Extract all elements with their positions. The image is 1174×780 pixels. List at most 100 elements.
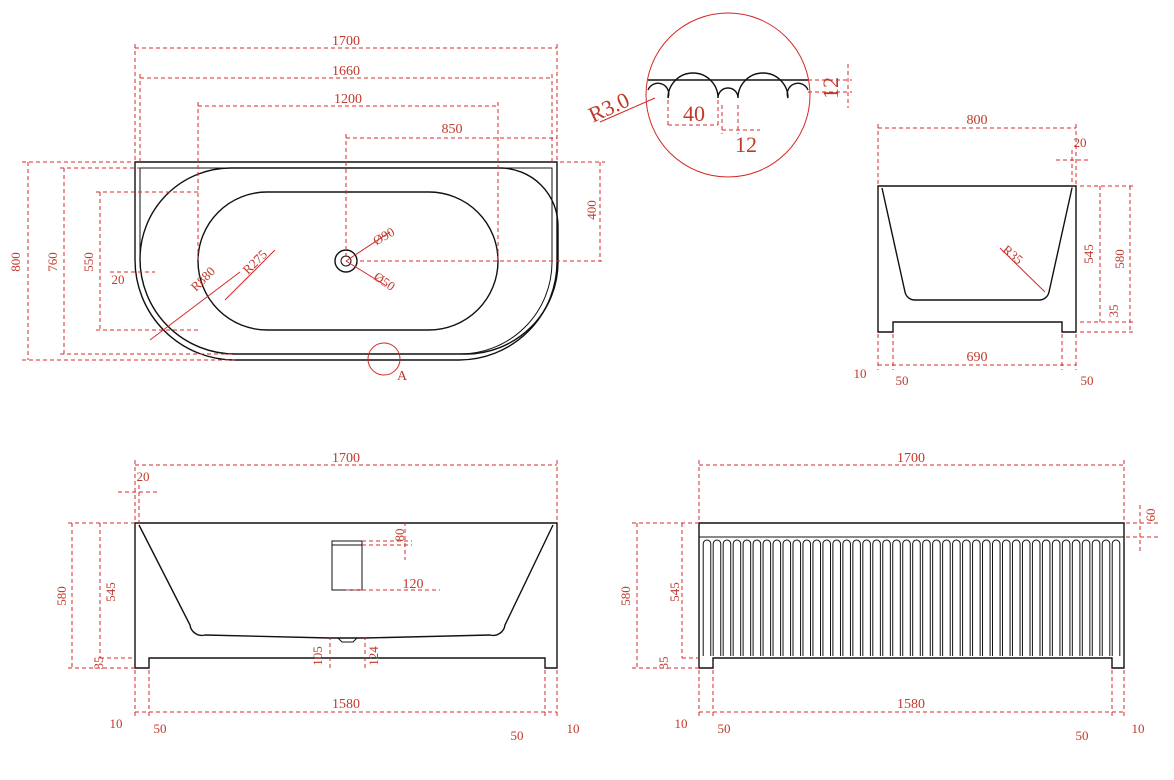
dim-top-400: 400 [584, 200, 599, 220]
back-outer-outline [698, 522, 1125, 669]
back-flute [1041, 539, 1051, 656]
back-flute [1071, 539, 1081, 656]
dim-top-850: 850 [442, 122, 463, 137]
end-d10: 10 [854, 366, 867, 381]
back-flute [882, 539, 891, 656]
detail-a-label: A [397, 369, 408, 384]
top-basin [197, 191, 499, 331]
back-flute [1001, 539, 1011, 656]
back-flute [782, 539, 792, 656]
end-h545: 545 [1081, 244, 1096, 264]
back-flute [992, 539, 1001, 656]
detail-a-view: R3.0 40 12 12 [584, 12, 852, 178]
back-flute [902, 539, 911, 656]
back-flute [952, 539, 961, 656]
dim-top-1660: 1660 [332, 64, 360, 79]
back-flute [822, 539, 831, 656]
back-d60: 60 [1143, 509, 1158, 522]
back-flute [1031, 539, 1041, 656]
front-overflow [331, 540, 363, 591]
end-d50-right: 50 [1081, 373, 1094, 388]
back-flute [892, 539, 901, 656]
back-flute [1011, 539, 1021, 656]
back-flutes [702, 539, 1121, 656]
back-flute [932, 539, 941, 656]
end-h580: 580 [1112, 249, 1127, 269]
back-flute [1021, 539, 1031, 656]
back-flute [1101, 539, 1111, 656]
back-flute [982, 539, 991, 656]
back-flute [912, 539, 921, 656]
end-h35: 35 [1106, 305, 1121, 318]
back-w1580: 1580 [897, 697, 925, 712]
end-d50-left: 50 [896, 373, 909, 388]
back-flute [1111, 539, 1121, 656]
dim-top-800: 800 [8, 252, 23, 272]
back-flute [1081, 539, 1091, 656]
back-flute [802, 539, 812, 656]
back-flute [962, 539, 971, 656]
back-d10-left: 10 [675, 716, 688, 731]
back-view: 1700 580 545 35 60 1580 10 50 50 10 [618, 451, 1160, 743]
end-w800: 800 [967, 113, 988, 128]
back-flute [862, 539, 871, 656]
back-flute [712, 539, 722, 656]
front-basin-profile [138, 524, 554, 639]
back-flute [752, 539, 762, 656]
dim-top-r880: R880 [188, 264, 219, 295]
back-flute [772, 539, 782, 656]
detail-a-marker [367, 342, 401, 376]
front-d50-left: 50 [154, 721, 167, 736]
back-flute [832, 539, 841, 656]
back-d10-right: 10 [1132, 721, 1145, 736]
front-w1580: 1580 [332, 697, 360, 712]
detail-w40: 40 [683, 101, 705, 126]
dim-top-760: 760 [45, 252, 60, 272]
back-flute [942, 539, 951, 656]
dim-top-20: 20 [112, 272, 125, 287]
front-view: 1700 20 580 545 35 80 120 105 124 1580 1… [54, 451, 580, 743]
dim-top-1700: 1700 [332, 34, 360, 49]
end-d20: 20 [1074, 135, 1087, 150]
front-d80: 80 [392, 529, 407, 542]
detail-r30: R3.0 [584, 87, 633, 127]
back-flute [922, 539, 931, 656]
back-flute [842, 539, 851, 656]
dim-top-550: 550 [81, 252, 96, 272]
end-outer-outline [877, 185, 1077, 333]
back-flute [1051, 539, 1061, 656]
back-flute [852, 539, 861, 656]
back-d50-left: 50 [718, 721, 731, 736]
back-h580: 580 [618, 586, 633, 606]
back-flute [872, 539, 881, 656]
front-h580: 580 [54, 586, 69, 606]
detail-a-circle [645, 12, 811, 178]
top-view: 1700 1660 1200 850 800 760 550 400 20 R8… [8, 34, 605, 384]
detail-w12: 12 [735, 132, 757, 157]
detail-flute-profile [647, 72, 809, 99]
front-d10-left: 10 [110, 716, 123, 731]
front-d50-right: 50 [511, 728, 524, 743]
back-w1700: 1700 [897, 451, 925, 466]
dim-top-dia90: Ø90 [370, 224, 397, 248]
back-d50-right: 50 [1076, 728, 1089, 743]
front-d120: 120 [403, 577, 424, 592]
top-inner-rim [139, 167, 559, 355]
back-flute [1091, 539, 1101, 656]
back-flute [972, 539, 981, 656]
front-d124: 124 [366, 646, 381, 666]
end-w690: 690 [967, 350, 988, 365]
end-view: 800 20 R35 545 580 35 690 10 50 50 [854, 113, 1135, 388]
front-h545: 545 [103, 582, 118, 602]
back-flute [1061, 539, 1071, 656]
back-flute [732, 539, 742, 656]
back-h35: 35 [656, 657, 671, 670]
dim-top-r275: R275 [240, 247, 271, 278]
front-d20: 20 [137, 469, 150, 484]
back-h545: 545 [667, 582, 682, 602]
back-flute [742, 539, 752, 656]
dim-top-dia50: Ø50 [371, 269, 398, 294]
dim-top-1200: 1200 [334, 92, 362, 107]
